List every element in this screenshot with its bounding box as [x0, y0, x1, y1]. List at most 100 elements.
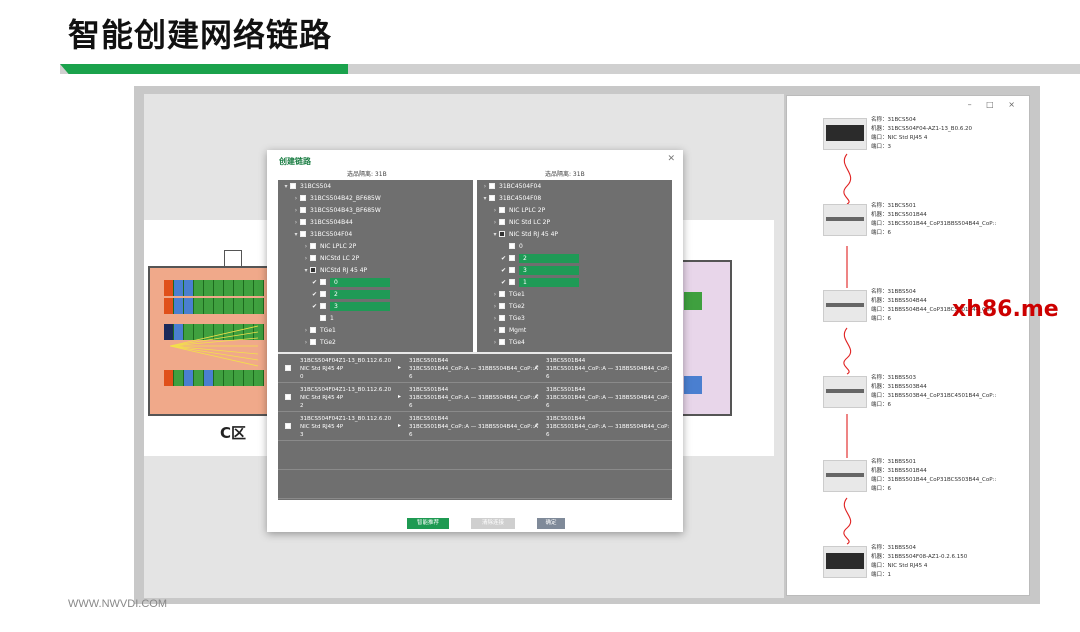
expand-arrow-icon[interactable]: ▾ [304, 266, 308, 274]
tree-node[interactable]: ›TGe1 [278, 324, 473, 336]
tree-node[interactable]: ›NIC Std LC 2P [477, 216, 672, 228]
expand-arrow-icon[interactable]: ▾ [483, 194, 487, 202]
tree-node[interactable]: 0 [477, 240, 672, 252]
tree-node[interactable]: ▾NICStd RJ 45 4P [278, 264, 473, 276]
tree-checkbox[interactable] [300, 231, 306, 237]
tree-checkbox[interactable] [320, 291, 326, 297]
rack-unit[interactable] [684, 376, 702, 394]
link-cell-text: 31BCS501B44_CoP::A — 31BBS504B44_CoP::A [409, 366, 538, 372]
tree-node[interactable]: ›TGe3 [477, 312, 672, 324]
tree-node[interactable]: ›TGe4 [477, 336, 672, 348]
tree-node[interactable]: ›31BC4504F04 [477, 180, 672, 192]
tree-checkbox[interactable] [310, 267, 316, 273]
tree-node[interactable]: ✔3 [278, 300, 473, 312]
link-checkbox[interactable] [285, 394, 291, 400]
tree-checkbox[interactable] [499, 291, 505, 297]
target-port-tree[interactable]: ›31BC4504F04▾31BC4504F08›NIC LPLC 2P›NIC… [477, 180, 672, 352]
create-link-dialog: 创建链路 ✕ 选品隔离: 31B 选品隔离: 31B ▾31BCS504›31B… [267, 150, 683, 532]
tree-checkbox[interactable] [310, 327, 316, 333]
rack-unit[interactable] [684, 292, 702, 310]
tree-checkbox[interactable] [509, 255, 515, 261]
tree-node[interactable]: ▾31BC4504F08 [477, 192, 672, 204]
tree-node[interactable]: ✔0 [278, 276, 473, 288]
rack-row[interactable] [164, 280, 264, 296]
tree-checkbox[interactable] [320, 279, 326, 285]
expand-arrow-icon[interactable]: › [493, 338, 497, 346]
tree-node[interactable]: 1 [278, 312, 473, 324]
link-checkbox[interactable] [285, 365, 291, 371]
expand-arrow-icon[interactable]: › [294, 206, 298, 214]
tree-checkbox[interactable] [489, 195, 495, 201]
window-controls[interactable]: – □ × [967, 100, 1021, 109]
tree-node[interactable]: ›TGe1 [477, 288, 672, 300]
expand-arrow-icon[interactable]: › [493, 302, 497, 310]
expand-arrow-icon[interactable]: › [493, 314, 497, 322]
source-port-tree[interactable]: ▾31BCS504›31BCS504B42_BF685W›31BCS504B43… [278, 180, 473, 352]
link-checkbox[interactable] [285, 423, 291, 429]
tree-node[interactable]: ✔3 [477, 264, 672, 276]
tree-checkbox[interactable] [509, 267, 515, 273]
expand-arrow-icon[interactable]: › [493, 218, 497, 226]
tree-checkbox[interactable] [499, 315, 505, 321]
clear-links-button[interactable]: 清除连接 [471, 518, 515, 529]
expand-arrow-icon[interactable]: › [493, 290, 497, 298]
close-icon[interactable]: ✕ [667, 154, 675, 164]
tree-checkbox[interactable] [290, 183, 296, 189]
tree-node[interactable]: ▾31BCS504F04 [278, 228, 473, 240]
tree-checkbox[interactable] [300, 219, 306, 225]
tree-node[interactable]: ›TGe2 [278, 336, 473, 348]
tree-checkbox[interactable] [300, 207, 306, 213]
tree-node[interactable]: ›NIC LPLC 2P [477, 204, 672, 216]
tree-checkbox[interactable] [320, 315, 326, 321]
tree-node[interactable]: ✔1 [477, 276, 672, 288]
expand-arrow-icon[interactable]: › [304, 242, 308, 250]
rack-row[interactable] [164, 324, 264, 340]
tree-checkbox[interactable] [310, 243, 316, 249]
tree-node[interactable]: ▾NIC Std RJ 45 4P [477, 228, 672, 240]
tree-node[interactable]: ›NIC LPLC 2P [278, 240, 473, 252]
expand-arrow-icon[interactable]: › [493, 206, 497, 214]
expand-arrow-icon[interactable]: ▾ [493, 230, 497, 238]
tree-node[interactable]: ›31BCS504B43_BF685W [278, 204, 473, 216]
expand-arrow-icon[interactable]: › [493, 326, 497, 334]
rack-row[interactable] [164, 370, 264, 386]
tree-node[interactable]: ›TGe2 [477, 300, 672, 312]
tree-node[interactable]: ›NICStd LC 2P [278, 252, 473, 264]
tree-checkbox[interactable] [310, 339, 316, 345]
tree-node[interactable]: ›Mgmt [477, 324, 672, 336]
expand-arrow-icon[interactable]: › [294, 218, 298, 226]
tree-node[interactable]: ✔2 [477, 252, 672, 264]
tree-checkbox[interactable] [320, 303, 326, 309]
tree-checkbox[interactable] [499, 207, 505, 213]
rack-row[interactable] [164, 298, 264, 314]
tree-checkbox[interactable] [509, 279, 515, 285]
expand-arrow-icon[interactable]: › [304, 326, 308, 334]
smart-recommend-button[interactable]: 智能推荐 [407, 518, 449, 529]
tree-node[interactable]: ›31BCS504B44 [278, 216, 473, 228]
tree-checkbox[interactable] [489, 183, 495, 189]
tree-node[interactable]: ✔2 [278, 288, 473, 300]
tree-checkbox[interactable] [499, 231, 505, 237]
tree-checkbox[interactable] [499, 219, 505, 225]
tree-checkbox[interactable] [300, 195, 306, 201]
tree-node-label: 3 [519, 265, 579, 275]
expand-arrow-icon[interactable]: ▾ [284, 182, 288, 190]
tree-node[interactable]: ›31BCS504B42_BF685W [278, 192, 473, 204]
tree-node[interactable]: ▾31BCS504 [278, 180, 473, 192]
tree-checkbox[interactable] [499, 327, 505, 333]
tree-checkbox[interactable] [499, 339, 505, 345]
expand-arrow-icon[interactable]: › [483, 182, 487, 190]
tree-checkbox[interactable] [499, 303, 505, 309]
tree-checkbox[interactable] [509, 243, 515, 249]
expand-arrow-icon[interactable]: ▾ [294, 230, 298, 238]
expand-arrow-icon[interactable]: › [304, 254, 308, 262]
expand-arrow-icon[interactable]: › [304, 338, 308, 346]
confirm-button[interactable]: 确定 [537, 518, 565, 529]
tree-checkbox[interactable] [310, 255, 316, 261]
expand-arrow-icon[interactable]: › [294, 194, 298, 202]
arrow-right-icon: ▸ [398, 364, 402, 371]
